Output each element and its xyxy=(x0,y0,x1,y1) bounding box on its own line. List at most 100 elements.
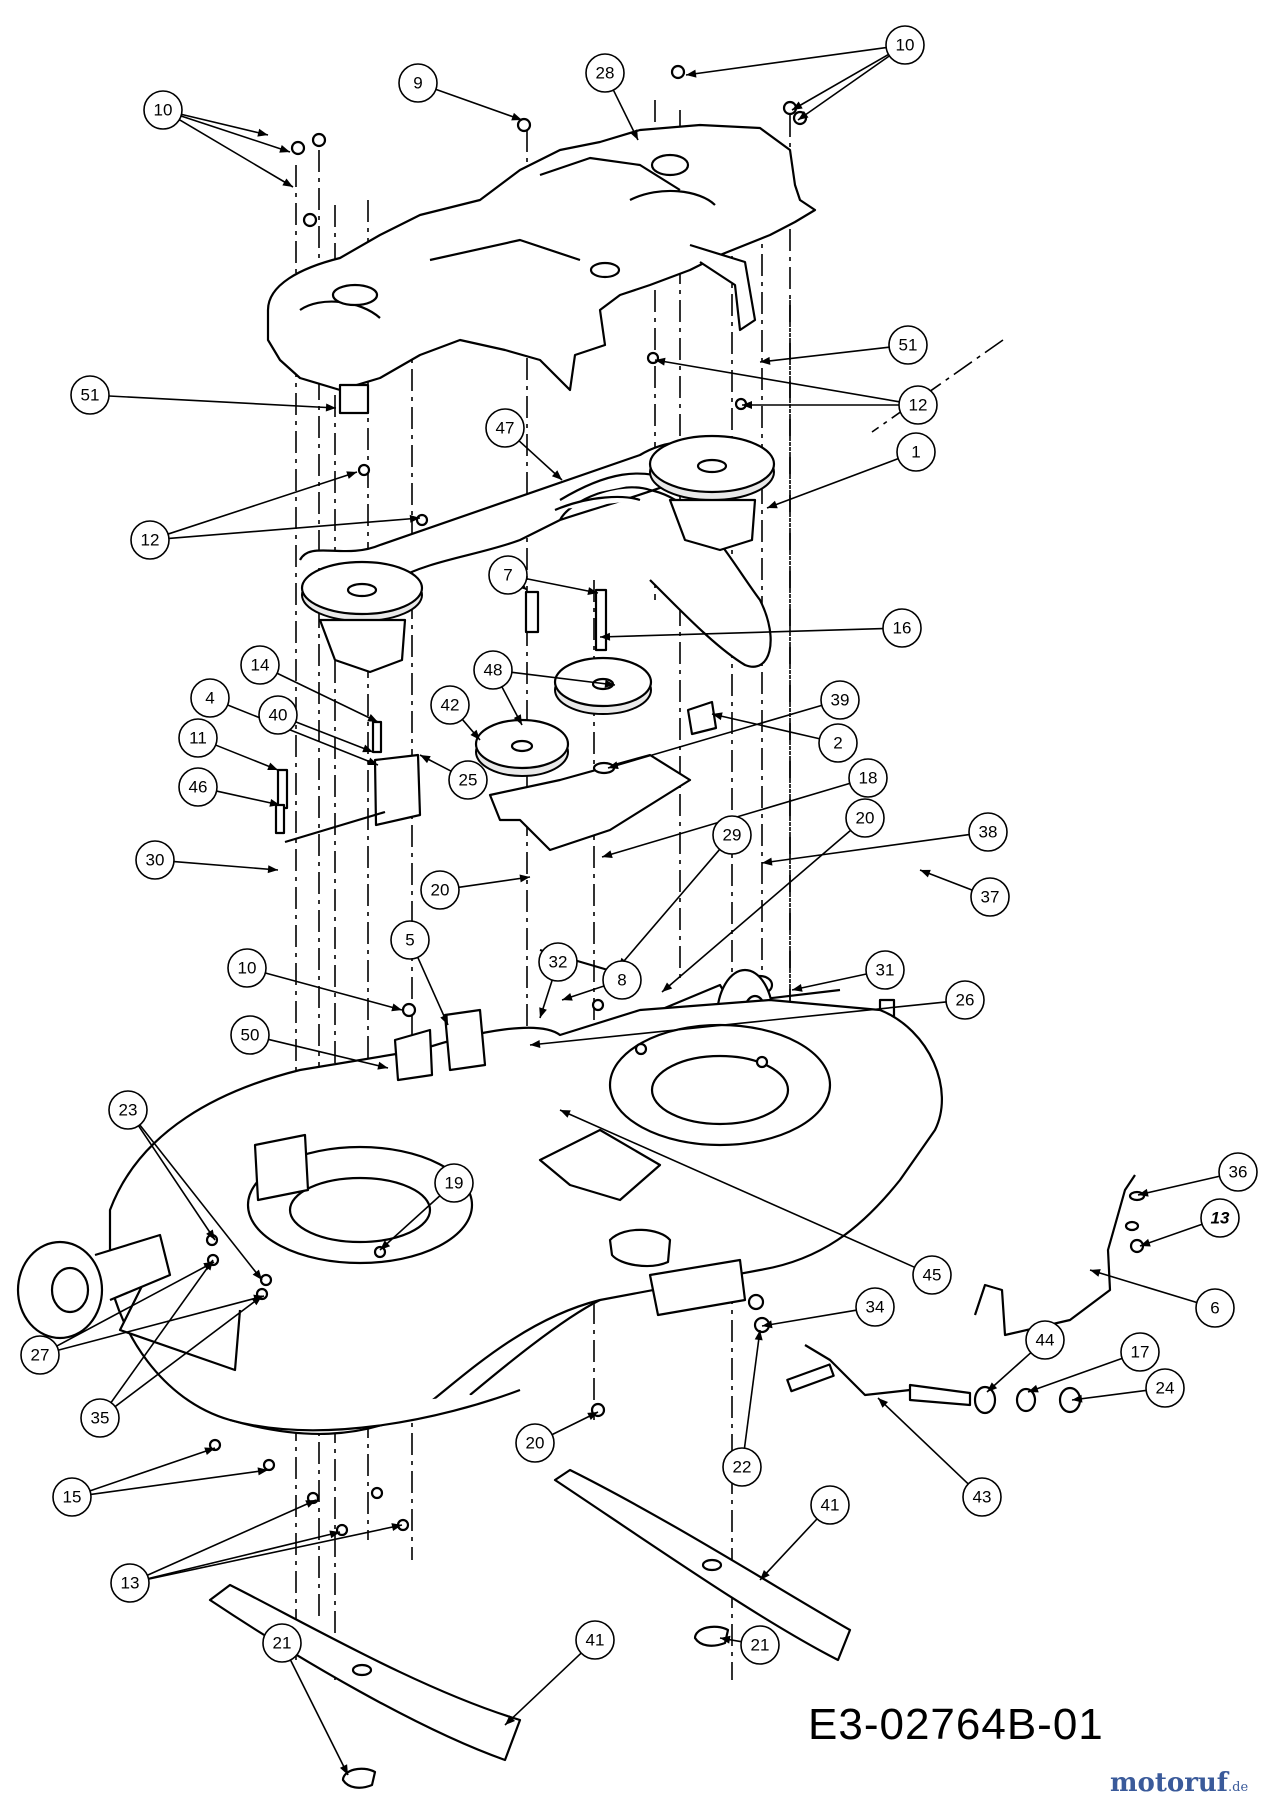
callout-label: 10 xyxy=(896,36,915,55)
callout-label: 46 xyxy=(189,778,208,797)
leader-line xyxy=(268,1038,389,1069)
leader-line xyxy=(90,1469,269,1496)
callout-bubble xyxy=(712,815,752,855)
callout-bubble xyxy=(740,1625,780,1665)
leader-line xyxy=(108,395,337,409)
leader-line xyxy=(216,790,281,806)
leader-arrowhead xyxy=(987,1382,998,1392)
leader-arrowhead xyxy=(539,1007,547,1018)
callout-part-31: 31 xyxy=(791,950,905,992)
callout-bubble xyxy=(602,960,642,1000)
callout-label: 19 xyxy=(445,1174,464,1193)
callout-bubble xyxy=(143,90,183,130)
leader-arrowhead xyxy=(267,762,278,770)
callout-label: 25 xyxy=(459,771,478,790)
leader-arrowhead xyxy=(604,679,615,688)
callout-bubble xyxy=(515,1423,555,1463)
callout-label: 6 xyxy=(1210,1299,1219,1318)
callout-label: 11 xyxy=(189,729,207,748)
callout-part-11: 11 xyxy=(178,718,279,771)
callout-part-30: 30 xyxy=(135,840,279,880)
callout-label: 14 xyxy=(251,656,270,675)
leader-line xyxy=(1027,1357,1123,1393)
leader-arrowhead xyxy=(600,632,611,641)
callout-label: 50 xyxy=(241,1026,260,1045)
leader-arrowhead xyxy=(251,1296,262,1306)
leader-line xyxy=(148,1524,403,1580)
mower-deck xyxy=(108,998,944,1436)
leader-line xyxy=(797,55,890,121)
leader-arrowhead xyxy=(608,761,619,770)
callout-bubble xyxy=(240,645,280,685)
leader-line xyxy=(607,704,822,769)
callout-label: 15 xyxy=(63,1488,82,1507)
callout-label: 8 xyxy=(617,971,626,990)
callout-bubble xyxy=(945,980,985,1020)
callout-part-32: 32 xyxy=(538,942,578,1019)
leader-arrowhead xyxy=(470,729,480,740)
callout-label: 12 xyxy=(909,396,928,415)
callout-part-10-top-right: 10 xyxy=(685,25,925,121)
callout-part-19: 19 xyxy=(379,1163,474,1251)
leader-line xyxy=(759,1518,818,1581)
leader-arrowhead xyxy=(420,755,431,764)
leader-arrowhead xyxy=(602,850,613,858)
leader-arrowhead xyxy=(519,874,530,883)
leader-arrowhead xyxy=(279,145,290,153)
leader-line xyxy=(654,359,900,403)
callout-bubble xyxy=(1218,1152,1258,1192)
leader-line xyxy=(504,1652,582,1726)
leader-arrowhead xyxy=(587,587,598,595)
callout-bubble xyxy=(398,63,438,103)
leader-line xyxy=(168,517,421,540)
callout-part-6: 6 xyxy=(1089,1269,1235,1328)
callout-label: 36 xyxy=(1229,1163,1248,1182)
leader-arrowhead xyxy=(206,1229,215,1240)
callout-label: 48 xyxy=(484,661,503,680)
leader-line xyxy=(1139,1223,1203,1247)
callout-part-25: 25 xyxy=(419,754,488,800)
leader-arrowhead xyxy=(267,865,278,874)
leader-arrowhead xyxy=(367,757,378,766)
leader-line xyxy=(599,627,884,638)
leader-arrowhead xyxy=(1072,1394,1083,1403)
callout-part-24: 24 xyxy=(1071,1368,1185,1408)
leader-line xyxy=(148,1531,341,1580)
leader-line xyxy=(178,118,294,188)
callout-part-22: 22 xyxy=(722,1329,763,1487)
callout-label: 1 xyxy=(911,443,920,462)
belt-cover xyxy=(266,123,817,415)
callout-bubble xyxy=(473,650,513,690)
leader-arrowhead xyxy=(551,470,562,480)
callout-part-42: 42 xyxy=(430,685,481,741)
leader-arrowhead xyxy=(562,993,573,1001)
callout-bubble xyxy=(80,1398,120,1438)
leader-arrowhead xyxy=(1090,1269,1101,1277)
leader-arrowhead xyxy=(380,1240,391,1250)
callout-label: 32 xyxy=(549,953,568,972)
callout-part-35: 35 xyxy=(80,1259,263,1438)
callout-part-10-top-left: 10 xyxy=(143,90,294,188)
callout-label: 22 xyxy=(733,1458,752,1477)
callout-part-13-lower: 13 xyxy=(110,1499,403,1603)
leader-arrowhead xyxy=(1028,1384,1039,1393)
leader-line xyxy=(435,88,523,121)
callout-part-21-left: 21 xyxy=(262,1623,349,1776)
callout-label: 41 xyxy=(821,1496,840,1515)
leader-arrowhead xyxy=(760,356,771,365)
callout-part-27: 27 xyxy=(20,1261,265,1375)
leader-arrowhead xyxy=(662,982,673,992)
callout-bubble xyxy=(810,1485,850,1525)
callout-bubble xyxy=(898,385,938,425)
leader-arrowhead xyxy=(1138,1188,1149,1197)
leader-arrowhead xyxy=(530,1039,541,1048)
callout-bubble xyxy=(258,695,298,735)
callout-label: 28 xyxy=(596,64,615,83)
callout-part-29: 29 xyxy=(617,815,752,969)
callout-part-14: 14 xyxy=(240,645,379,723)
leader-arrowhead xyxy=(754,1330,763,1341)
callout-label: 21 xyxy=(273,1634,292,1653)
callout-label: 24 xyxy=(1156,1379,1175,1398)
callout-bubble xyxy=(262,1623,302,1663)
